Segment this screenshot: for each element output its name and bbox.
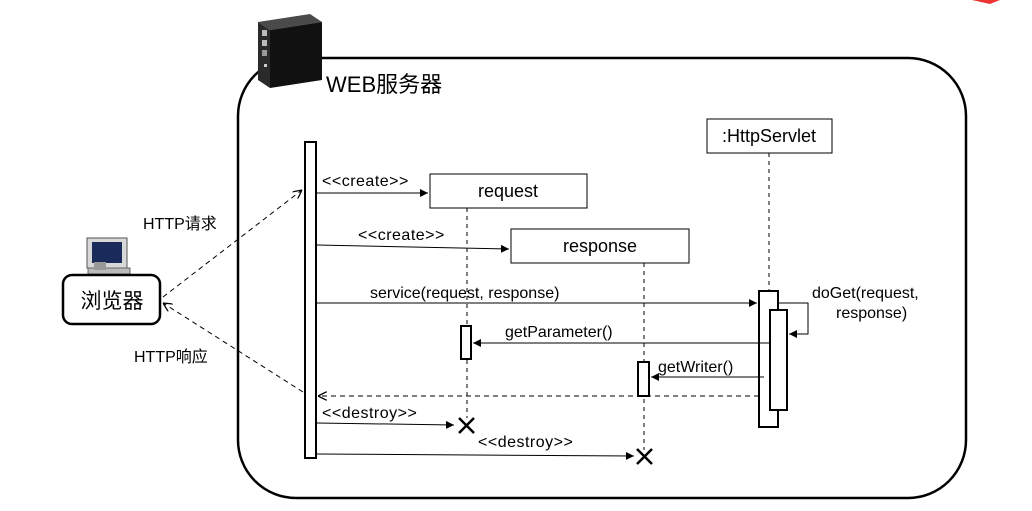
- http-request-label: HTTP请求: [143, 215, 217, 233]
- http-response-arrow: [163, 303, 304, 393]
- corner-mark: [972, 0, 1000, 4]
- destroy-request-label: <<destroy>>: [322, 405, 417, 422]
- response-object-label: response: [563, 236, 637, 256]
- computer-icon: [86, 237, 131, 275]
- browser-box: [61, 273, 162, 326]
- destroy-request-x-icon: [458, 417, 475, 434]
- browser-label: 浏览器: [81, 290, 144, 313]
- doget-label-line1: doGet(request,: [812, 285, 919, 302]
- doget-label-line2: response): [836, 305, 907, 322]
- get-writer-label: getWriter(): [658, 359, 733, 376]
- server-tower-icon: [258, 14, 322, 88]
- response-activation: [637, 361, 650, 397]
- http-request-arrow: [162, 190, 302, 298]
- server-activation-bar: [304, 141, 317, 459]
- create-response-arrow: [316, 244, 510, 253]
- destroy-response-x-icon: [636, 448, 653, 465]
- http-response-label: HTTP响应: [134, 347, 208, 366]
- destroy-response-arrow: [316, 451, 635, 460]
- server-title: WEB服务器: [326, 72, 442, 97]
- web-server-boundary: [236, 56, 968, 500]
- request-object: [429, 173, 588, 209]
- response-object: [510, 228, 690, 264]
- request-object-label: request: [478, 181, 538, 201]
- doget-self-arrow: [778, 302, 809, 338]
- request-activation: [460, 325, 472, 360]
- get-parameter-label: getParameter(): [505, 324, 613, 341]
- create-request-label: <<create>>: [322, 173, 409, 190]
- service-label: service(request, response): [370, 285, 559, 302]
- create-response-label: <<create>>: [358, 227, 445, 244]
- servlet-activation-inner: [769, 309, 788, 411]
- destroy-request-arrow: [316, 420, 455, 429]
- servlet-object-label: :HttpServlet: [722, 126, 816, 146]
- destroy-response-label: <<destroy>>: [478, 434, 573, 451]
